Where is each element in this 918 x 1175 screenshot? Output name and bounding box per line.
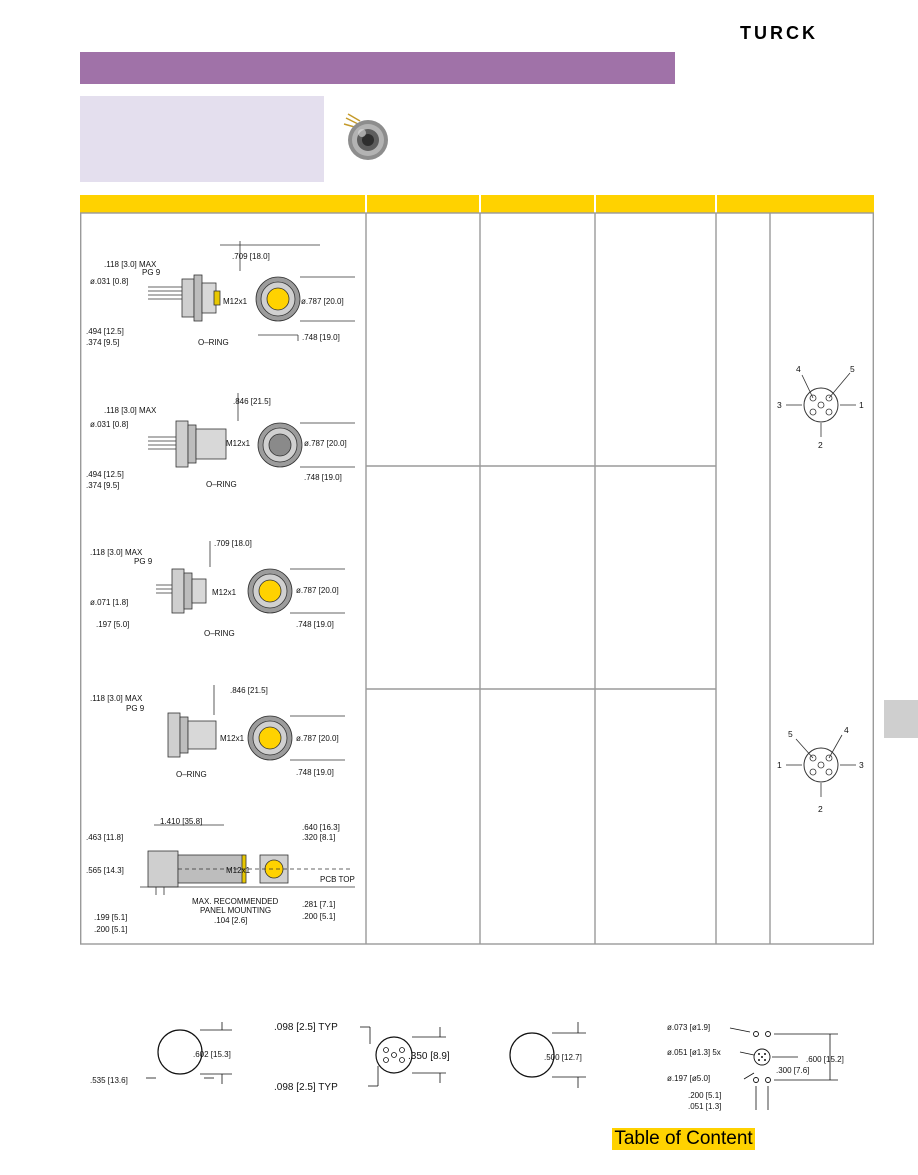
dim-text: PCB TOP [320, 875, 355, 884]
dim-text: O–RING [198, 338, 229, 347]
dim-text: O–RING [204, 629, 235, 638]
cutout-dim: ø.197 [ø5.0] [667, 1074, 710, 1083]
dim-text: ø.787 [20.0] [296, 586, 339, 595]
pin-label: 2 [818, 804, 823, 814]
dim-text: O–RING [206, 480, 237, 489]
dim-text: .748 [19.0] [296, 620, 334, 629]
cutout-d: ø.073 [ø1.9] ø.051 [ø1.3] 5x .600 [15.2]… [667, 1023, 844, 1111]
dim-text: MAX. RECOMMENDED [192, 897, 278, 906]
turck-logo: TURCK [740, 24, 818, 42]
cutout-dim: .098 [2.5] TYP [274, 1082, 338, 1093]
pin-label: 2 [818, 440, 823, 450]
pinout-female: 5 4 1 3 2 [777, 725, 864, 814]
panel-cutouts: .602 [15.3] .535 [13.6] .098 [2.5] TYP .… [90, 1022, 844, 1111]
dim-text: .197 [5.0] [96, 620, 129, 629]
dim-text: .494 [12.5] [86, 470, 124, 479]
dim-text: M12x1 [226, 866, 251, 875]
dim-text: .494 [12.5] [86, 327, 124, 336]
cutout-b: .098 [2.5] TYP .350 [8.9] .098 [2.5] TYP [274, 1022, 450, 1093]
cutout-dim: .051 [1.3] [688, 1102, 721, 1111]
cutout-a: .602 [15.3] .535 [13.6] [90, 1022, 232, 1085]
cutout-dim: ø.073 [ø1.9] [667, 1023, 710, 1032]
dim-text: .281 [7.1] [302, 900, 335, 909]
cutout-dim: .602 [15.3] [193, 1050, 231, 1059]
pin-label: 3 [859, 760, 864, 770]
cutout-dim: .300 [7.6] [776, 1066, 809, 1075]
dim-text: ø.071 [1.8] [90, 598, 128, 607]
dim-text: M12x1 [220, 734, 245, 743]
dim-text: O–RING [176, 770, 207, 779]
page-title-bar [80, 52, 675, 84]
dim-text: .200 [5.1] [94, 925, 127, 934]
drawing-2: .118 [3.0] MAX ø.031 [0.8] .846 [21.5] M… [86, 393, 355, 490]
dim-text: .640 [16.3] [302, 823, 340, 832]
dim-text: PG 9 [134, 557, 153, 566]
pin-label: 5 [788, 729, 793, 739]
dim-text: .709 [18.0] [214, 539, 252, 548]
dim-text: .846 [21.5] [230, 686, 268, 695]
dim-text: PANEL MOUNTING [200, 906, 271, 915]
dim-text: .846 [21.5] [233, 397, 271, 406]
cutout-c: .500 [12.7] [509, 1022, 586, 1088]
table-header [80, 195, 874, 213]
dim-text: ø.031 [0.8] [90, 420, 128, 429]
dim-text: 1.410 [35.8] [160, 817, 202, 826]
dim-text: .748 [19.0] [296, 768, 334, 777]
cutout-dim: .098 [2.5] TYP [274, 1022, 338, 1033]
table-grid [80, 212, 874, 945]
dim-text: .118 [3.0] MAX [104, 406, 157, 415]
dim-text: .118 [3.0] MAX [104, 260, 157, 269]
dim-text: PG 9 [142, 268, 161, 277]
cutout-dim: .350 [8.9] [408, 1051, 450, 1062]
pin-label: 4 [796, 364, 801, 374]
pinout-male: 4 5 3 1 2 [777, 364, 864, 450]
dim-text: .565 [14.3] [86, 866, 124, 875]
dim-text: .748 [19.0] [304, 473, 342, 482]
dim-text: PG 9 [126, 704, 145, 713]
chapter-side-tab[interactable] [884, 700, 918, 738]
product-table: .118 [3.0] MAX PG 9 ø.031 [0.8] .709 [18… [80, 195, 874, 945]
dim-text: M12x1 [226, 439, 251, 448]
dim-text: .118 [3.0] MAX [90, 548, 143, 557]
dim-text: .463 [11.8] [86, 833, 123, 842]
drawing-5: .463 [11.8] 1.410 [35.8] .640 [16.3] .32… [86, 817, 355, 934]
dim-text: ø.787 [20.0] [304, 439, 347, 448]
dim-text: .709 [18.0] [232, 252, 270, 261]
pin-label: 3 [777, 400, 782, 410]
pin-label: 4 [844, 725, 849, 735]
dim-text: ø.031 [0.8] [90, 277, 128, 286]
dim-text: .748 [19.0] [302, 333, 340, 342]
cutout-dim: ø.051 [ø1.3] 5x [667, 1048, 721, 1057]
cutout-dim: .600 [15.2] [806, 1055, 844, 1064]
dim-text: M12x1 [212, 588, 237, 597]
product-photo [343, 113, 388, 160]
dim-text: .320 [8.1] [302, 833, 335, 842]
cutout-dim: .200 [5.1] [688, 1091, 721, 1100]
dim-text: ø.787 [20.0] [301, 297, 344, 306]
drawing-4: .118 [3.0] MAX PG 9 .846 [21.5] M12x1 ø.… [90, 685, 345, 779]
dim-text: .104 [2.6] [214, 916, 247, 925]
pin-label: 5 [850, 364, 855, 374]
drawing-1: .118 [3.0] MAX PG 9 ø.031 [0.8] .709 [18… [86, 241, 355, 347]
dim-text: .199 [5.1] [94, 913, 127, 922]
dim-text: ø.787 [20.0] [296, 734, 339, 743]
dim-text: M12x1 [223, 297, 248, 306]
dim-text: .374 [9.5] [86, 338, 119, 347]
logo-text: TURCK [740, 24, 818, 42]
pin-label: 1 [859, 400, 864, 410]
dim-text: .374 [9.5] [86, 481, 119, 490]
pin-label: 1 [777, 760, 782, 770]
cutout-dim: .535 [13.6] [90, 1076, 128, 1085]
intro-box [80, 96, 324, 182]
table-of-content-link[interactable]: Table of Content [612, 1128, 755, 1150]
dim-text: .200 [5.1] [302, 912, 335, 921]
cutout-dim: .500 [12.7] [544, 1053, 582, 1062]
drawing-3: .118 [3.0] MAX PG 9 .709 [18.0] ø.071 [1… [90, 539, 345, 638]
dim-text: .118 [3.0] MAX [90, 694, 143, 703]
